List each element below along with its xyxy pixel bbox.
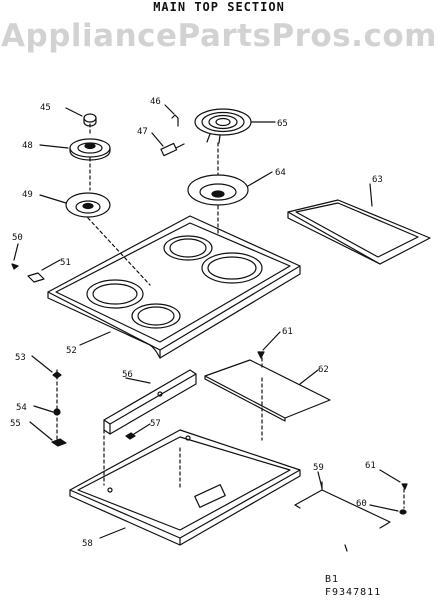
diagram-title: MAIN TOP SECTION [153,0,285,14]
callout-52: 52 [66,346,77,356]
part-63-panel[interactable] [287,199,431,265]
part-61-screw-lower[interactable] [401,483,408,490]
part-65-surface-element[interactable] [194,108,252,176]
part-60-washer[interactable] [399,509,407,515]
callout-60: 60 [356,499,367,509]
part-62-shield[interactable] [204,359,331,422]
callout-51: 51 [60,258,71,268]
part-50-screw[interactable] [11,263,19,270]
part-51-clip[interactable] [27,272,45,283]
part-55-bracket[interactable] [51,438,67,447]
footer-code-line2: F9347811 [325,587,382,598]
callout-64: 64 [275,168,286,178]
callout-53: 53 [15,353,26,363]
callout-61-lower: 61 [365,461,376,471]
part-48-drip-pan[interactable] [69,138,111,191]
part-47-terminal-block[interactable] [160,142,185,157]
callout-58: 58 [82,539,93,549]
part-53-nut[interactable] [52,371,62,379]
part-61-screw-upper[interactable] [257,351,265,359]
callout-63: 63 [372,175,383,185]
callout-62: 62 [318,365,329,375]
callout-50: 50 [12,233,23,243]
callout-49: 49 [22,190,33,200]
callout-54: 54 [16,403,27,413]
part-46-screw[interactable] [171,114,179,127]
callout-59: 59 [313,463,324,473]
part-52-main-top[interactable] [47,215,301,359]
part-49-drip-bowl[interactable] [65,192,151,286]
part-57-screw[interactable] [125,432,136,440]
callout-57: 57 [150,419,161,429]
callout-65: 65 [277,119,288,129]
callout-47: 47 [137,127,148,137]
part-59-rod[interactable] [294,481,391,552]
watermark: AppliancePartsPros.com [1,18,437,54]
part-45-knob[interactable] [83,113,97,137]
part-56-bracket[interactable] [103,369,197,435]
callout-48: 48 [22,141,33,151]
part-54-spacer[interactable] [53,408,61,416]
callout-45: 45 [40,103,51,113]
part-64-drip-bowl[interactable] [187,174,249,237]
callout-55: 55 [10,419,21,429]
callout-46: 46 [150,97,161,107]
callout-56: 56 [122,370,133,380]
footer-code-line1: B1 [325,574,340,585]
part-58-base[interactable] [69,377,301,546]
callout-61-upper: 61 [282,327,293,337]
